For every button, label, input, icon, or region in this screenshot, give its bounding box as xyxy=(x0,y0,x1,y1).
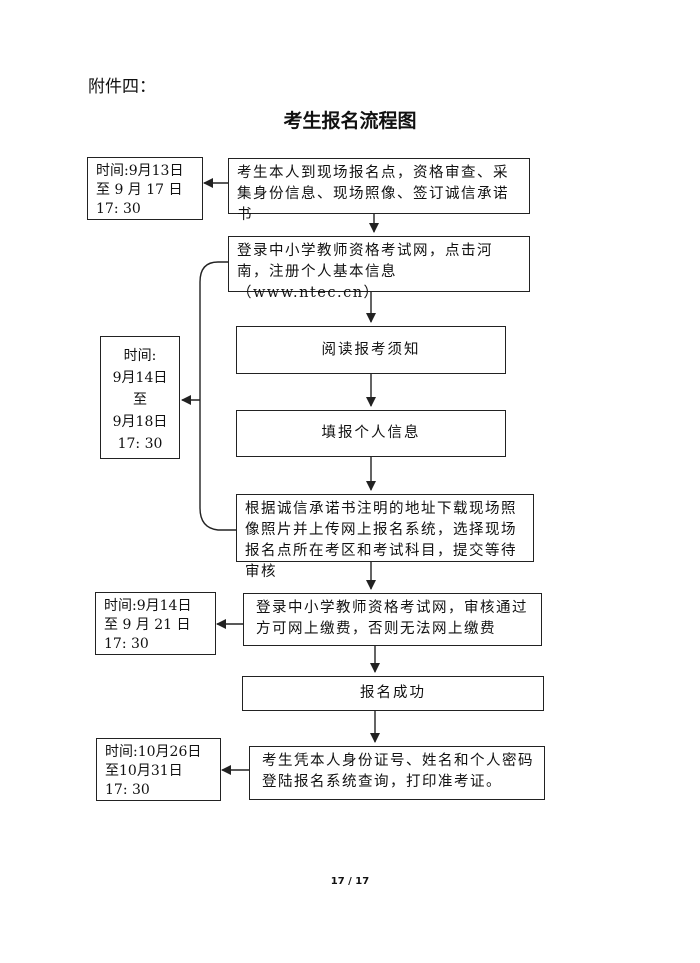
time-box-2: 时间: 9月14日 至 9月18日 17: 30 xyxy=(100,336,180,459)
attachment-label: 附件四： xyxy=(88,77,156,97)
step-5-upload-photo-select-subjects: 根据诚信承诺书注明的地址下载现场照像照片并上传网上报名系统，选择现场报名点所在考… xyxy=(236,494,534,580)
bracket-steps-2-5 xyxy=(199,261,236,531)
step-8-print-admission-ticket: 考生凭本人身份证号、姓名和个人密码登陆报名系统查询，打印准考证。 xyxy=(249,746,545,800)
step-2-register-account: 登录中小学教师资格考试网，点击河南，注册个人基本信息（www.ntec.cn） xyxy=(228,236,530,301)
time-box-4: 时间:10月26日 至10月31日 17: 30 xyxy=(96,738,221,801)
step-6-payment: 登录中小学教师资格考试网，审核通过方可网上缴费，否则无法网上缴费 xyxy=(243,593,542,646)
step-4-fill-personal-info: 填报个人信息 xyxy=(236,410,506,457)
page-title: 考生报名流程图 xyxy=(283,110,417,132)
time-box-1: 时间:9月13日 至 9 月 17 日 17: 30 xyxy=(87,157,203,220)
time-box-3: 时间:9月14日 至 9 月 21 日 17: 30 xyxy=(95,592,216,655)
page-number: 17 / 17 xyxy=(330,876,370,887)
step-3-read-instructions: 阅读报考须知 xyxy=(236,326,506,374)
step-7-registration-success: 报名成功 xyxy=(242,676,544,711)
step-1-onsite-registration: 考生本人到现场报名点，资格审查、采集身份信息、现场照像、签订诚信承诺书 xyxy=(228,158,530,223)
